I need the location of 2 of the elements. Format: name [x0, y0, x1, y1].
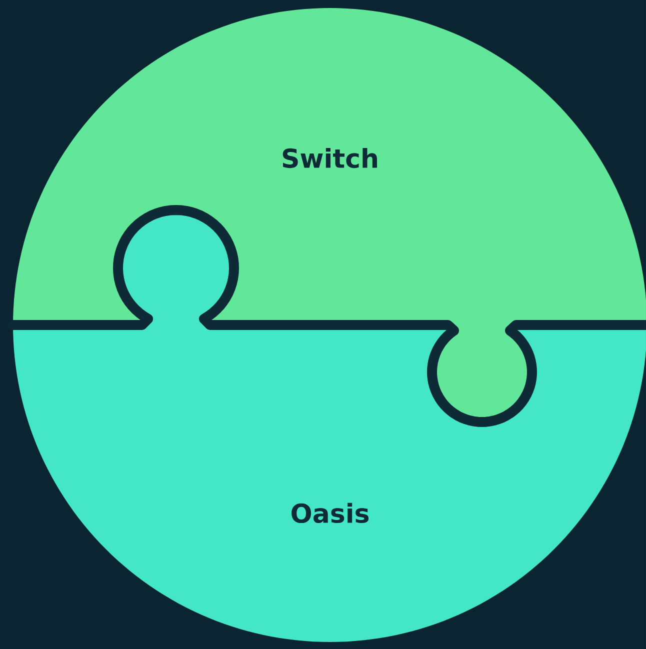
puzzle-piece: Switch — [13, 8, 646, 422]
puzzle-piece: Oasis — [13, 210, 646, 642]
